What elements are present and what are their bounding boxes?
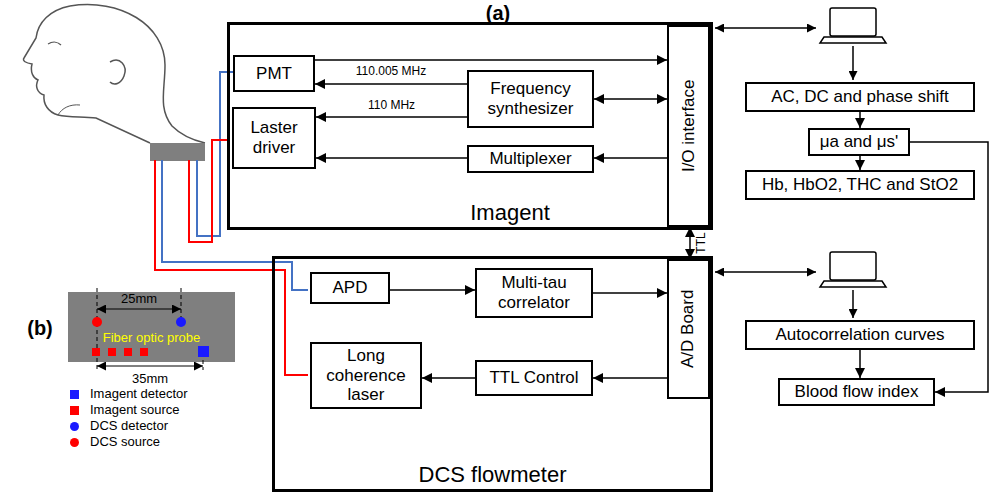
dimension-guide bbox=[181, 288, 182, 318]
dimension-label: 25mm bbox=[119, 292, 159, 306]
jaw bbox=[58, 105, 80, 115]
legend-swatch bbox=[70, 438, 79, 447]
legend-row: DCS source bbox=[70, 435, 163, 450]
box-label: AC, DC and phase shift bbox=[768, 87, 952, 107]
signal-arrow bbox=[316, 116, 467, 118]
imagent-source-square bbox=[92, 348, 100, 356]
legend-text: Imagent source bbox=[87, 403, 183, 418]
component-box: APD bbox=[310, 272, 390, 304]
process-box: Blood flow index bbox=[778, 378, 935, 406]
legend-swatch bbox=[70, 406, 79, 415]
signal-arrow bbox=[859, 156, 861, 170]
box-label: A/D Board bbox=[679, 287, 699, 371]
dcs-detector-dot bbox=[176, 317, 186, 327]
signal-arrow bbox=[390, 289, 475, 291]
system-box: Imagent PMT Laster driver Frequency synthes… bbox=[227, 22, 713, 230]
box-label: Multi-tau correlator bbox=[477, 273, 591, 312]
signal-label: 110.005 MHz bbox=[354, 65, 428, 78]
panel-label: (a) bbox=[484, 2, 512, 24]
system-caption: Imagent bbox=[467, 200, 553, 225]
signal-label: TTL bbox=[695, 230, 708, 255]
component-box: TTL Control bbox=[475, 360, 593, 396]
component-box: Multi-tau correlator bbox=[475, 268, 593, 318]
box-label: TTL Control bbox=[486, 368, 581, 388]
process-box: AC, DC and phase shift bbox=[745, 82, 975, 112]
box-label: Long coherence laser bbox=[312, 346, 420, 405]
ear bbox=[110, 60, 125, 84]
probe-body bbox=[68, 292, 235, 362]
system-box: DCS flowmeter APD Multi-tau correlator A/D … bbox=[272, 256, 713, 492]
legend-row: DCS detector bbox=[70, 419, 171, 434]
box-label: Hb, HbO2, THC and StO2 bbox=[759, 175, 961, 195]
box-label: Multiplexer bbox=[486, 149, 574, 169]
dimension-label: 35mm bbox=[130, 372, 170, 386]
process-box: μa and μs' bbox=[808, 128, 910, 156]
legend-row: Imagent detector bbox=[70, 387, 191, 402]
data-link bbox=[852, 290, 854, 318]
process-box: Autocorrelation curves bbox=[745, 320, 975, 350]
signal-arrow bbox=[593, 377, 667, 379]
box-label: I/O interface bbox=[679, 77, 699, 176]
interface-box: I/O interface bbox=[667, 25, 710, 227]
head-outline bbox=[23, 6, 150, 143]
dimension-guide bbox=[97, 288, 98, 370]
legend-swatch bbox=[70, 422, 79, 431]
source-fiber bbox=[189, 140, 230, 242]
box-label: μa and μs' bbox=[817, 132, 902, 152]
box-label: Blood flow index bbox=[792, 382, 922, 402]
component-box: Laster driver bbox=[232, 107, 316, 169]
component-box: Frequency synthesizer bbox=[467, 70, 594, 128]
laptop-icon bbox=[820, 252, 886, 287]
imagent-source-square bbox=[108, 348, 116, 356]
interface-box: A/D Board bbox=[667, 259, 710, 399]
signal-arrow bbox=[689, 227, 691, 259]
signal-arrow bbox=[594, 98, 667, 100]
signal-label: 110 MHz bbox=[366, 99, 417, 112]
neck-probe bbox=[150, 143, 205, 161]
process-box: Hb, HbO2, THC and StO2 bbox=[745, 170, 975, 200]
dcs-source-dot bbox=[92, 317, 102, 327]
laptop-icon bbox=[820, 8, 886, 43]
box-label: Frequency synthesizer bbox=[469, 79, 592, 118]
data-link bbox=[715, 27, 816, 29]
component-box: PMT bbox=[233, 55, 315, 92]
signal-arrow bbox=[859, 112, 861, 128]
data-link bbox=[852, 46, 854, 80]
signal-arrow bbox=[593, 292, 667, 294]
legend-row: Imagent source bbox=[70, 403, 183, 418]
dimension-line bbox=[97, 309, 181, 310]
box-label: PMT bbox=[253, 64, 295, 84]
box-label: Autocorrelation curves bbox=[772, 325, 947, 345]
imagent-source-square bbox=[124, 348, 132, 356]
component-box: Long coherence laser bbox=[310, 342, 422, 409]
signal-arrow bbox=[859, 350, 861, 378]
data-link bbox=[715, 271, 816, 273]
legend-text: DCS detector bbox=[87, 419, 171, 434]
box-label: Laster driver bbox=[234, 118, 314, 157]
system-caption: DCS flowmeter bbox=[416, 462, 570, 487]
box-label: Fiber optic probe bbox=[100, 331, 204, 346]
box-label: APD bbox=[330, 278, 371, 298]
dimension-line bbox=[97, 366, 203, 367]
imagent-detector-square bbox=[198, 346, 209, 357]
imagent-source-square bbox=[140, 348, 148, 356]
signal-arrow bbox=[315, 59, 667, 61]
panel-label: (b) bbox=[25, 317, 55, 339]
legend-text: Imagent detector bbox=[87, 387, 191, 402]
signal-arrow bbox=[422, 377, 475, 379]
eye bbox=[48, 42, 61, 45]
component-box: Multiplexer bbox=[467, 145, 594, 173]
legend-text: DCS source bbox=[87, 435, 163, 450]
signal-arrow bbox=[315, 83, 467, 85]
signal-arrow bbox=[316, 157, 467, 159]
head-back bbox=[70, 5, 205, 143]
signal-arrow bbox=[594, 157, 667, 159]
legend-swatch bbox=[70, 390, 79, 399]
